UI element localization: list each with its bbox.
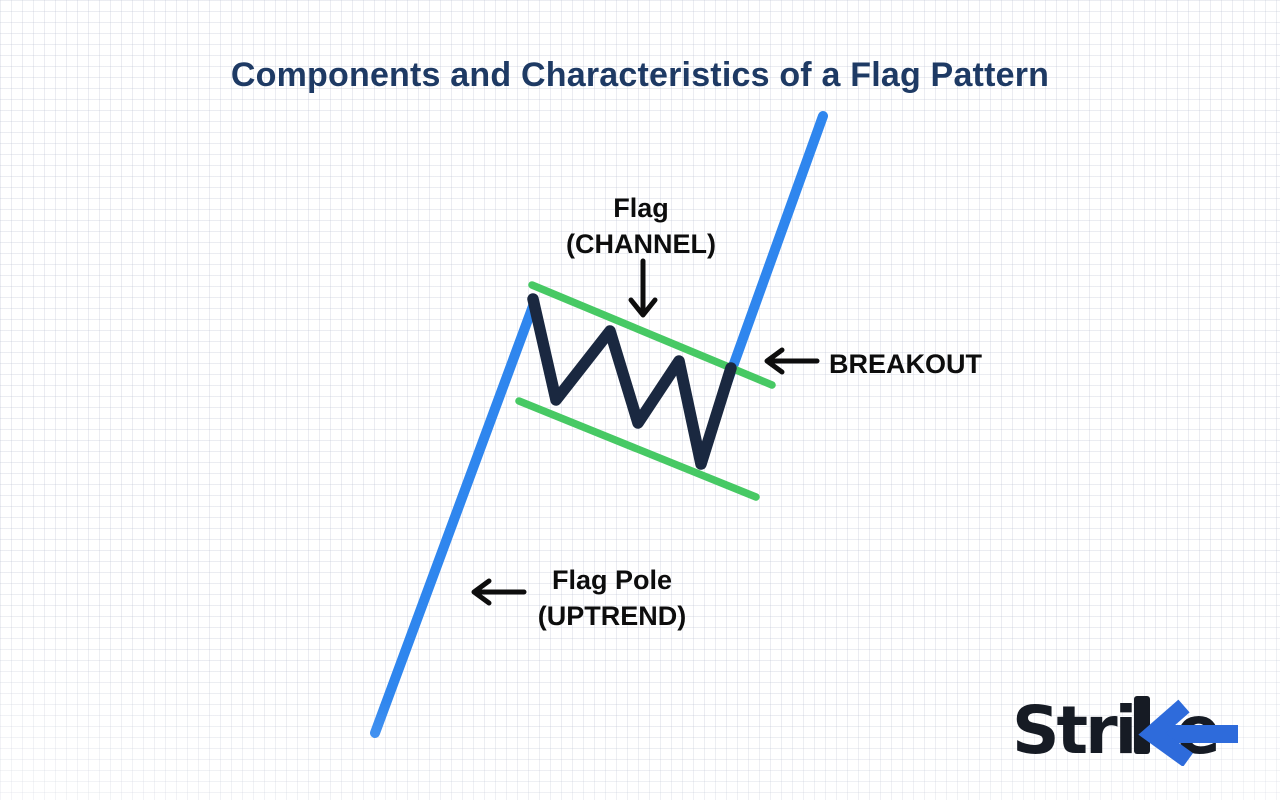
flag-pole-label: Flag Pole (UPTREND) (538, 562, 687, 634)
strike-logo-k-stem (1134, 696, 1150, 754)
breakout-label: BREAKOUT (829, 349, 982, 379)
flag-pole-label-line1: Flag Pole (551, 565, 673, 595)
flag-channel-label: Flag (CHANNEL) (566, 190, 716, 262)
strike-logo-text-left: Stri (1012, 692, 1134, 766)
flag-channel-label-line2: (CHANNEL) (566, 229, 716, 259)
flag-pole-left-arrow-icon (471, 578, 527, 606)
flag-pole-line (370, 301, 538, 738)
page-title: Components and Characteristics of a Flag… (230, 56, 1050, 94)
flag-channel-down-arrow-icon (628, 258, 658, 318)
flag-channel-label-line1: Flag (613, 193, 669, 223)
flag-pole-label-line2: (UPTREND) (537, 601, 687, 631)
strike-logo: Stri e (1012, 692, 1238, 766)
breakout-left-arrow-icon (764, 347, 820, 375)
strike-logo-left-arrow-icon (1138, 699, 1238, 766)
